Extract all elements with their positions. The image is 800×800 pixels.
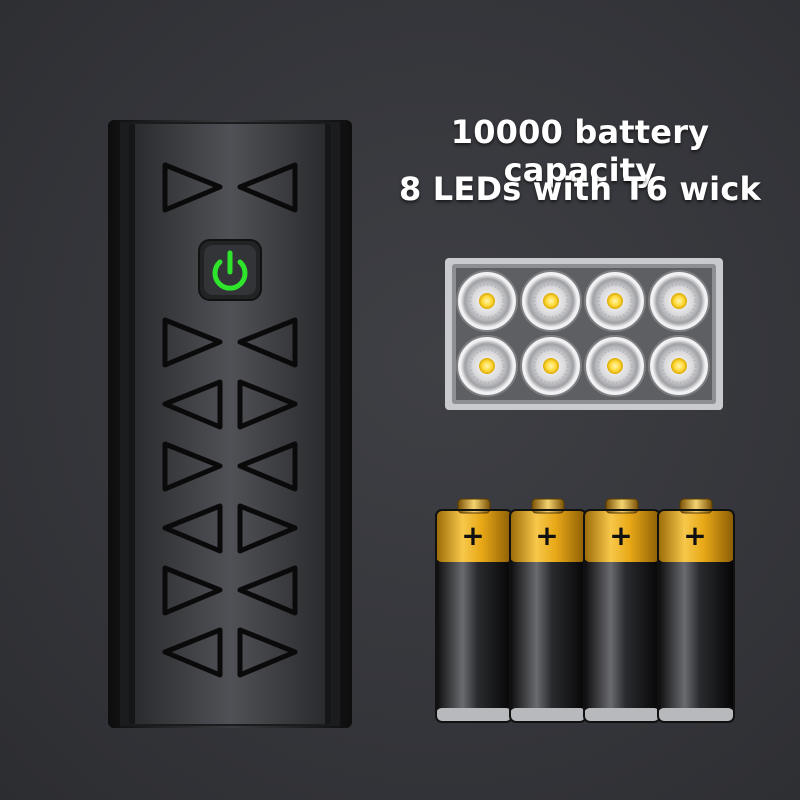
battery bbox=[657, 498, 735, 723]
battery-gold-band bbox=[658, 510, 734, 562]
headline-leds: 8 LEDs with T6 wick bbox=[399, 170, 761, 208]
headline-capacity: 10000 battery capacity bbox=[450, 113, 710, 189]
grip-pattern bbox=[162, 162, 298, 678]
battery-pack bbox=[435, 498, 735, 723]
flashlight-body bbox=[108, 120, 352, 728]
led-core bbox=[607, 293, 623, 309]
battery bbox=[583, 498, 661, 723]
battery-gold-band bbox=[510, 510, 586, 562]
led-core bbox=[543, 358, 559, 374]
power-button bbox=[198, 239, 262, 301]
led-reflector bbox=[648, 270, 710, 332]
led-reflector bbox=[456, 270, 518, 332]
battery-plus-icon: + bbox=[535, 519, 559, 552]
battery-gold-band bbox=[436, 510, 512, 562]
battery-plus-icon: + bbox=[609, 519, 633, 552]
led-core bbox=[479, 358, 495, 374]
led-reflector bbox=[584, 270, 646, 332]
battery bbox=[435, 498, 513, 723]
power-icon bbox=[212, 250, 248, 291]
led-core bbox=[607, 358, 623, 374]
led-core bbox=[543, 293, 559, 309]
led-reflector bbox=[520, 335, 582, 397]
led-core bbox=[479, 293, 495, 309]
led-reflector bbox=[584, 335, 646, 397]
battery-gold-band bbox=[584, 510, 660, 562]
led-reflector bbox=[520, 270, 582, 332]
led-array bbox=[456, 270, 710, 397]
battery bbox=[509, 498, 587, 723]
led-core bbox=[671, 293, 687, 309]
led-core bbox=[671, 358, 687, 374]
led-reflector bbox=[648, 335, 710, 397]
battery-plus-icon: + bbox=[461, 519, 485, 552]
led-reflector bbox=[456, 335, 518, 397]
battery-plus-icon: + bbox=[683, 519, 707, 552]
